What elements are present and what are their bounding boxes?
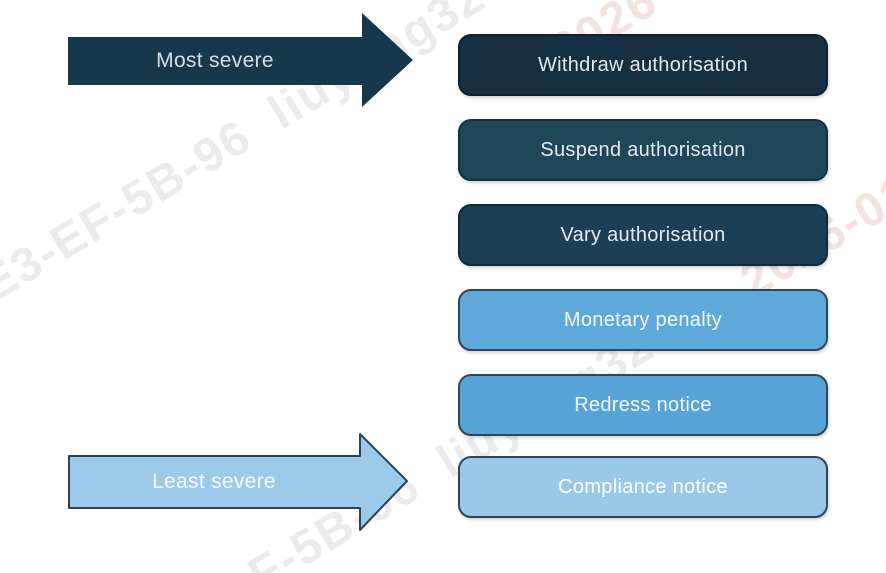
sanction-box-label: Compliance notice [558,475,728,498]
sanction-box-label: Vary authorisation [560,223,726,246]
most-severe-label: Most severe [156,49,274,72]
sanction-box-label: Redress notice [574,393,712,416]
right-arrow-icon [68,433,408,531]
sanction-box-3: Monetary penalty [458,289,828,351]
least-severe-arrow: Least severe [68,433,409,532]
least-severe-label: Least severe [152,470,276,493]
most-severe-arrow: Most severe [68,13,413,108]
sanction-box-label: Suspend authorisation [540,138,746,161]
sanction-box-label: Monetary penalty [563,308,723,331]
sanction-box-2: Vary authorisation [458,204,828,266]
sanction-box-label: Withdraw authorisation [537,53,749,76]
sanction-box-0: Withdraw authorisation [458,34,828,96]
right-arrow-icon [68,13,413,107]
sanction-box-1: Suspend authorisation [458,119,828,181]
sanction-box-5: Compliance notice [458,456,828,518]
sanction-box-4: Redress notice [458,374,828,436]
